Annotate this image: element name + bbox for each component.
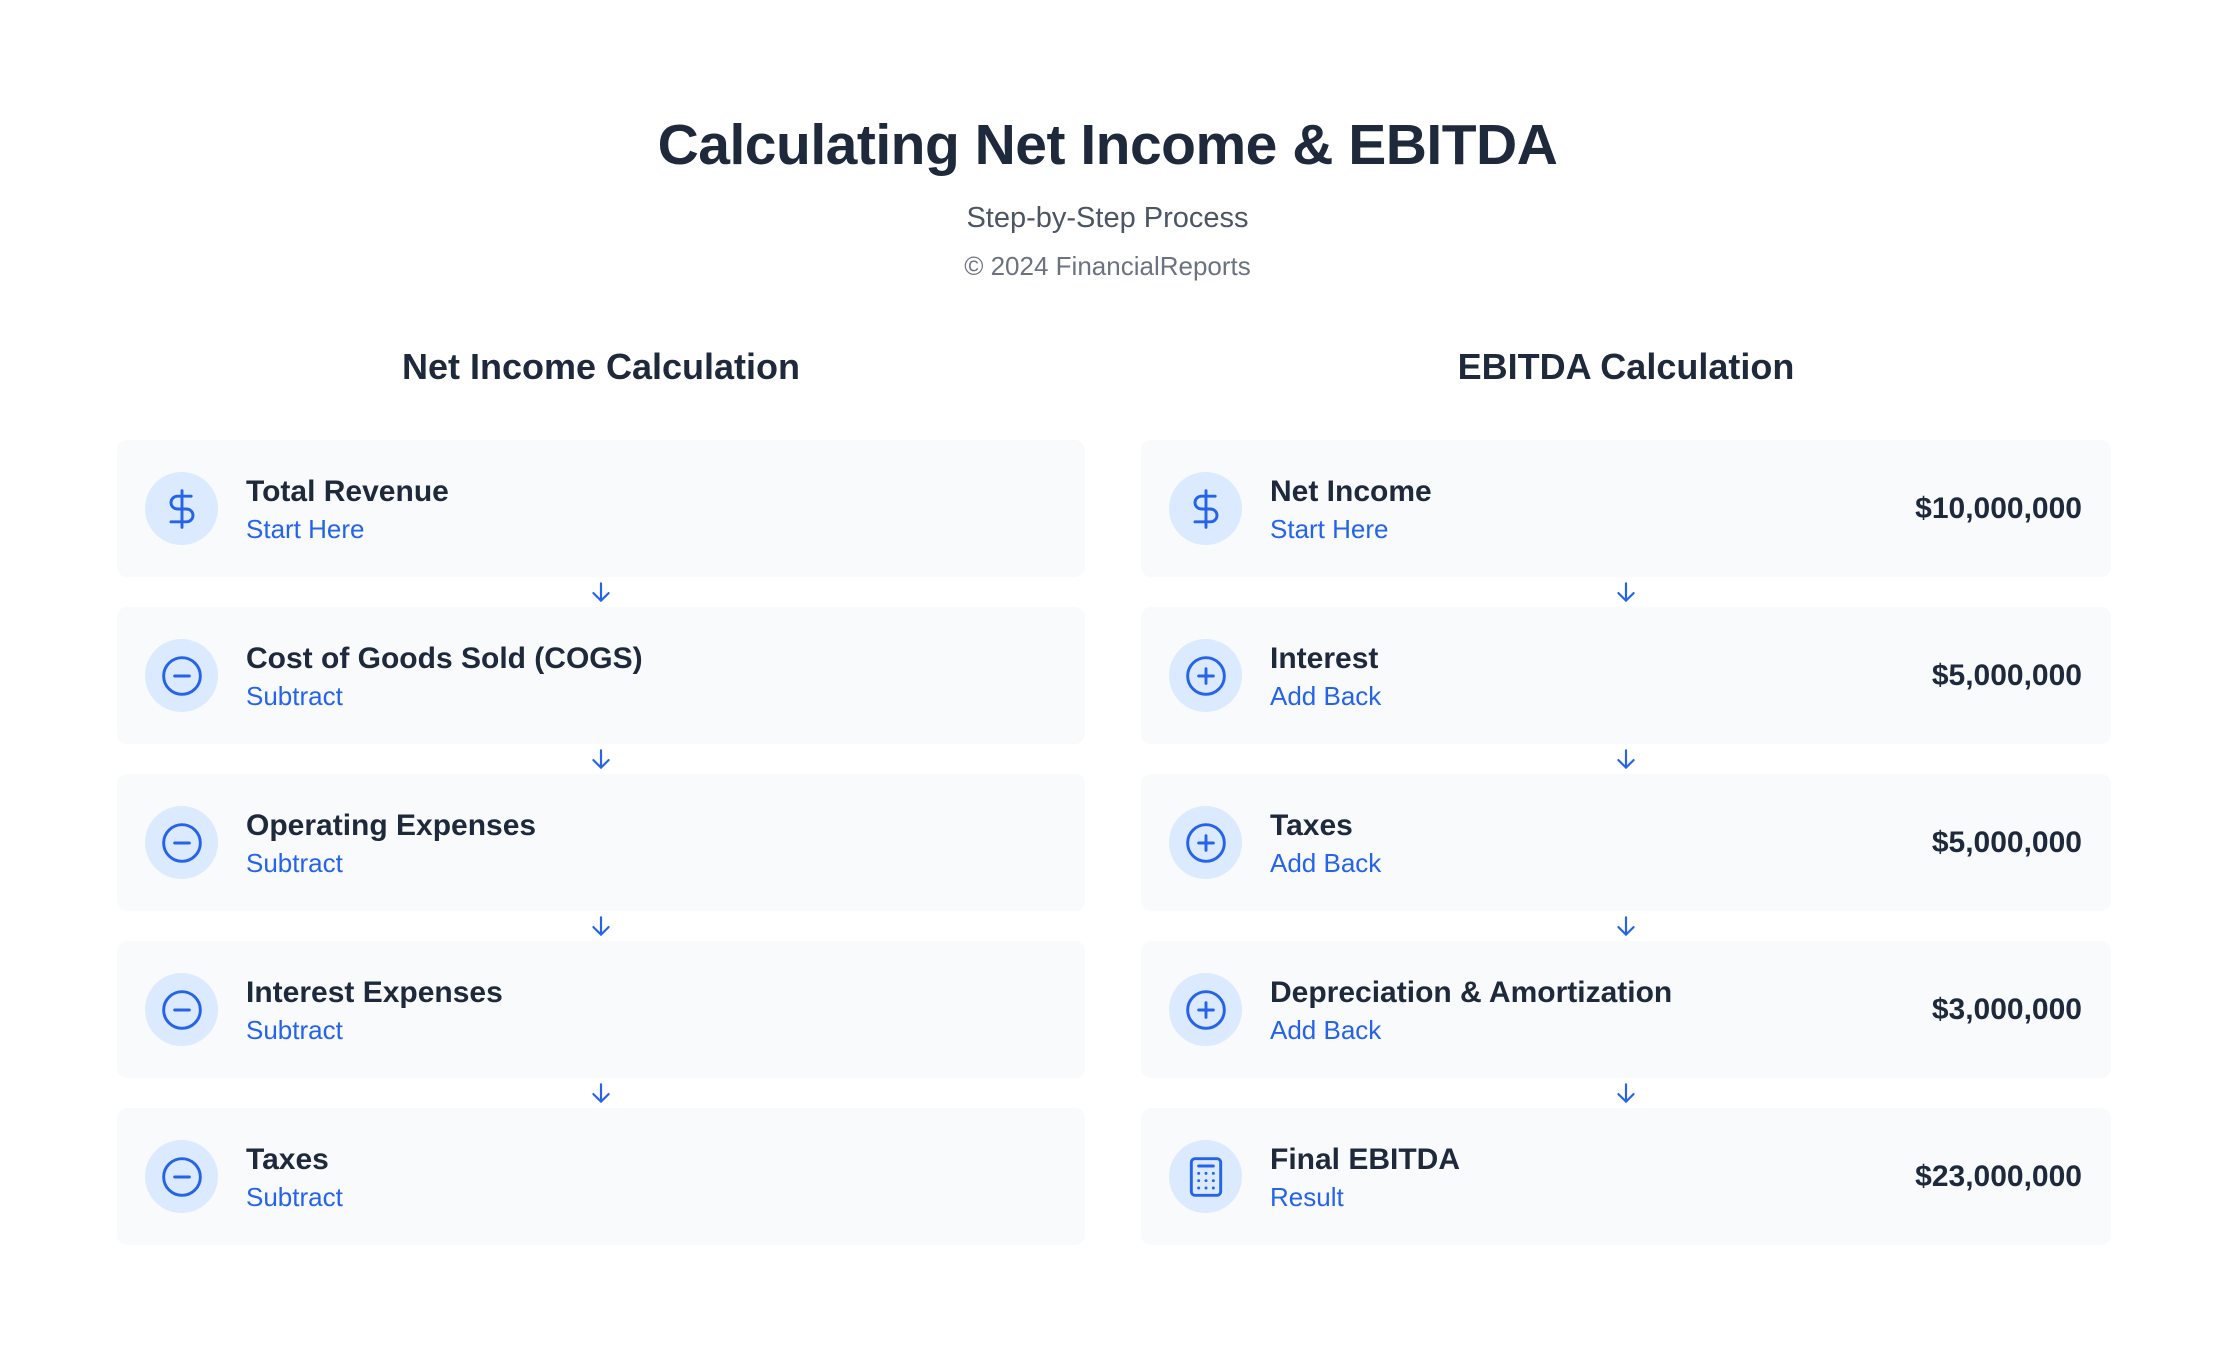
arrow-down-icon	[1141, 744, 2111, 774]
ebitda-step-taxes: Taxes Add Back $5,000,000	[1141, 774, 2111, 911]
ebitda-steps: Net Income Start Here $10,000,000 Intere…	[1141, 440, 2111, 1245]
step-action: Subtract	[246, 1014, 343, 1045]
header: Calculating Net Income & EBITDA Step-by-…	[0, 110, 2215, 282]
net-income-step-taxes: Taxes Subtract	[117, 1108, 1085, 1245]
arrow-down-icon	[117, 911, 1085, 941]
net-income-step-cogs: Cost of Goods Sold (COGS) Subtract	[117, 607, 1085, 744]
step-label: Operating Expenses	[246, 808, 537, 842]
minus-circle-icon	[145, 973, 218, 1046]
minus-circle-icon	[145, 1140, 218, 1213]
step-action: Add Back	[1270, 680, 1382, 711]
ebitda-step-depreciation-amortization: Depreciation & Amortization Add Back $3,…	[1141, 941, 2111, 1078]
step-action: Start Here	[1270, 513, 1389, 544]
step-value: $5,000,000	[1931, 658, 2082, 692]
step-action: Add Back	[1270, 1014, 1382, 1045]
minus-circle-icon	[145, 639, 218, 712]
page-subtitle: Step-by-Step Process	[966, 202, 1249, 234]
arrow-down-icon	[117, 744, 1085, 774]
arrow-down-icon	[117, 1078, 1085, 1108]
step-action: Subtract	[246, 680, 343, 711]
page-title: Calculating Net Income & EBITDA	[657, 113, 1558, 177]
step-value: $23,000,000	[1915, 1159, 2082, 1193]
dollar-icon	[145, 472, 218, 545]
arrow-down-icon	[1141, 1078, 2111, 1108]
step-label: Net Income	[1270, 474, 1432, 508]
step-action: Subtract	[246, 1181, 343, 1212]
net-income-steps: Total Revenue Start Here Cost of Goods S…	[117, 440, 1085, 1245]
ebitda-step-final: Final EBITDA Result $23,000,000	[1141, 1108, 2111, 1245]
arrow-down-icon	[1141, 577, 2111, 607]
step-label: Final EBITDA	[1270, 1142, 1461, 1176]
step-value: $5,000,000	[1931, 825, 2082, 859]
net-income-title: Net Income Calculation	[401, 346, 801, 387]
step-action: Subtract	[246, 847, 343, 878]
step-label: Taxes	[246, 1142, 329, 1176]
plus-circle-icon	[1169, 806, 1242, 879]
step-label: Interest	[1270, 641, 1379, 675]
plus-circle-icon	[1169, 639, 1242, 712]
arrow-down-icon	[1141, 911, 2111, 941]
step-label: Depreciation & Amortization	[1270, 975, 1673, 1009]
net-income-step-total-revenue: Total Revenue Start Here	[117, 440, 1085, 577]
step-action: Add Back	[1270, 847, 1382, 878]
minus-circle-icon	[145, 806, 218, 879]
step-value: $3,000,000	[1931, 992, 2082, 1026]
ebitda-step-net-income: Net Income Start Here $10,000,000	[1141, 440, 2111, 577]
step-label: Taxes	[1270, 808, 1353, 842]
ebitda-step-interest: Interest Add Back $5,000,000	[1141, 607, 2111, 744]
step-label: Cost of Goods Sold (COGS)	[246, 641, 643, 675]
arrow-down-icon	[117, 577, 1085, 607]
net-income-step-interest-expenses: Interest Expenses Subtract	[117, 941, 1085, 1078]
net-income-column: Net Income Calculation Total Revenue Sta…	[117, 345, 1085, 1245]
ebitda-column: EBITDA Calculation Net Income Start Here…	[1141, 345, 2111, 1245]
step-action: Start Here	[246, 513, 365, 544]
net-income-step-operating-expenses: Operating Expenses Subtract	[117, 774, 1085, 911]
step-label: Total Revenue	[246, 474, 449, 508]
copyright-text: © 2024 FinancialReports	[964, 251, 1251, 281]
plus-circle-icon	[1169, 973, 1242, 1046]
dollar-icon	[1169, 472, 1242, 545]
step-action: Result	[1270, 1181, 1344, 1212]
calculator-icon	[1169, 1140, 1242, 1213]
ebitda-title: EBITDA Calculation	[1457, 346, 1795, 387]
step-label: Interest Expenses	[246, 975, 503, 1009]
step-value: $10,000,000	[1915, 491, 2082, 525]
